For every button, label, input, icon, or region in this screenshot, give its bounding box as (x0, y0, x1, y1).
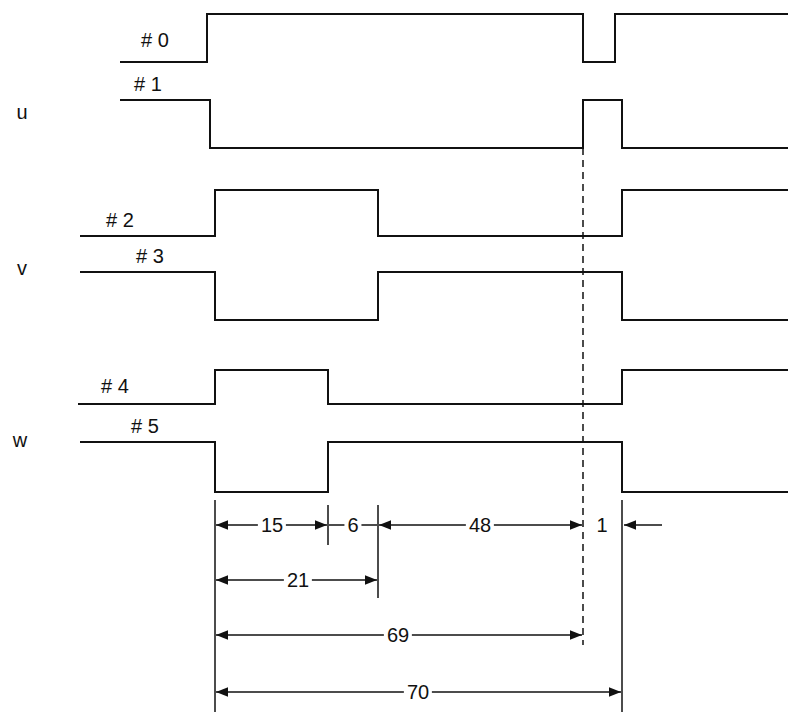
signal-name: # 4 (98, 375, 132, 397)
signal-name: # 2 (103, 209, 137, 231)
dashed-line (582, 100, 584, 645)
phase-name: v (14, 257, 30, 279)
extension-line (621, 500, 623, 712)
signal-name: # 3 (133, 245, 167, 267)
dimension-value: 69 (384, 624, 412, 646)
signal-name: # 1 (131, 73, 165, 95)
dimension-value: 6 (344, 514, 361, 536)
signal-4 (78, 370, 788, 404)
signal-3 (80, 272, 788, 320)
signal-name: # 5 (128, 415, 162, 437)
dimension-value: 70 (404, 681, 432, 703)
dimension-arrow (624, 524, 662, 526)
phase-name: w (10, 429, 30, 451)
extension-line (214, 500, 216, 712)
extension-line (377, 505, 379, 598)
dimension-value: 48 (466, 514, 494, 536)
signal-0 (120, 14, 788, 62)
signal-name: # 0 (138, 29, 172, 51)
signal-2 (80, 190, 788, 236)
signal-1 (120, 100, 788, 148)
signal-traces (78, 14, 788, 492)
phase-name: u (13, 101, 30, 123)
dimension-lines (215, 100, 662, 712)
dimension-value: 21 (284, 569, 312, 591)
extension-line (327, 505, 329, 545)
dimension-value: 15 (258, 514, 286, 536)
signal-5 (80, 442, 788, 492)
dimension-value: 1 (593, 514, 610, 536)
